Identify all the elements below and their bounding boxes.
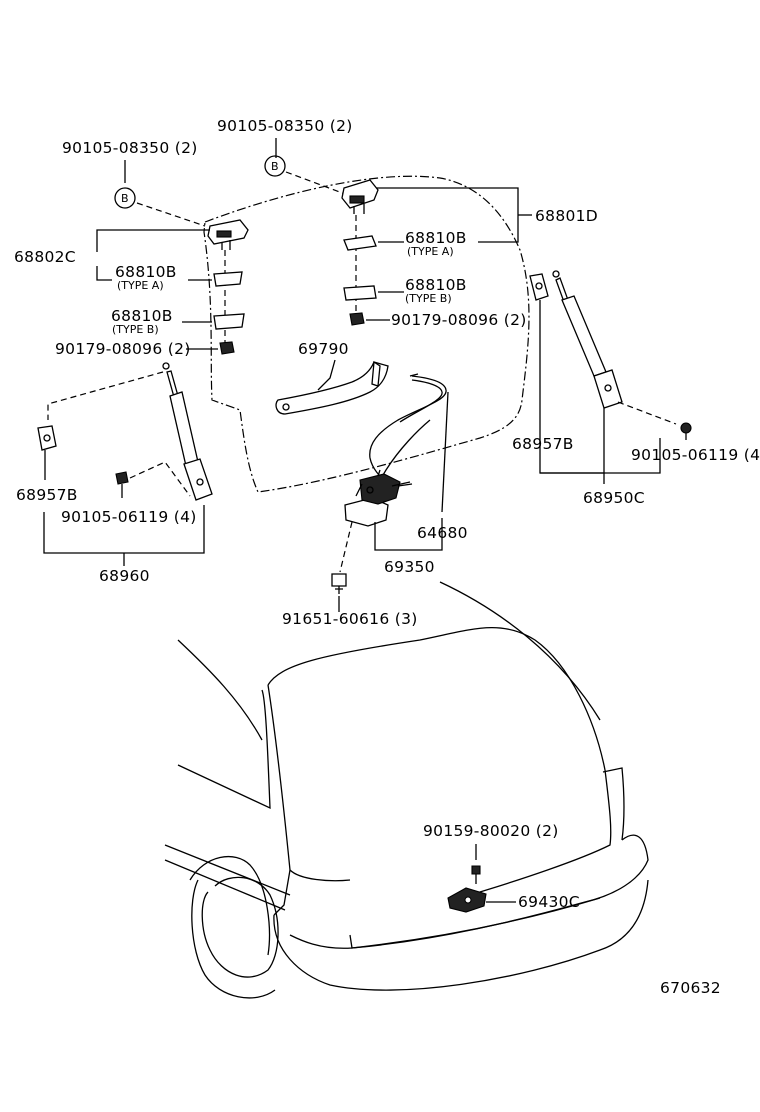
hinge-left-icon <box>207 219 249 250</box>
striker-icon <box>447 887 487 913</box>
hinge-left-label: 68802C <box>14 248 76 266</box>
shim-right-b-icon <box>343 285 377 301</box>
shim-left-a-icon <box>213 271 243 287</box>
shim-right-b-label: 68810B <box>405 276 467 294</box>
bracket-right-label: 68957B <box>512 435 574 453</box>
bolt-right-top-label: 90105-08350 (2) <box>217 117 353 135</box>
stay-right-icon <box>552 270 623 409</box>
shim-right-a-icon <box>343 235 377 251</box>
lock-bolt-icon <box>331 573 347 594</box>
cable-rod-label: 69790 <box>298 340 349 358</box>
marker-b-right-label: B <box>271 160 279 173</box>
stay-right-label: 68950C <box>583 489 645 507</box>
bolt-left-mid-icon <box>115 471 129 498</box>
bolt-left-top-label: 90105-08350 (2) <box>62 139 198 157</box>
shim-right-a-type: (TYPE A) <box>407 245 454 258</box>
bracket-left-label: 68957B <box>16 486 78 504</box>
diagram-id: 670632 <box>660 979 721 997</box>
shim-right-a-label: 68810B <box>405 229 467 247</box>
stay-left-icon <box>162 362 213 501</box>
nut-left-label: 90179-08096 (2) <box>55 340 191 358</box>
striker-label: 69430C <box>518 893 580 911</box>
control-link-icon <box>275 360 389 415</box>
marker-b-left-label: B <box>121 192 129 205</box>
striker-screw-label: 90159-80020 (2) <box>423 822 559 840</box>
shim-left-b-icon <box>213 313 245 330</box>
vehicle-rear <box>164 581 649 999</box>
stay-left-label: 68960 <box>99 567 150 585</box>
lock-label: 69350 <box>384 558 435 576</box>
lock-assembly-icon <box>344 469 413 527</box>
shim-left-b-label: 68810B <box>111 307 173 325</box>
marker-b-right <box>264 155 286 177</box>
shim-left-a-label: 68810B <box>115 263 177 281</box>
marker-b-left <box>114 187 136 209</box>
bolt-left-mid-label: 90105-06119 (4) <box>61 508 197 526</box>
hinge-right-label: 68801D <box>535 207 598 225</box>
nut-left-icon <box>219 341 235 355</box>
shim-left-a-type: (TYPE A) <box>117 279 164 292</box>
lock-bolt-label: 91651-60616 (3) <box>282 610 418 628</box>
back-door-outline <box>203 175 530 493</box>
striker-screw-icon <box>471 865 481 884</box>
bracket-left-icon <box>37 425 57 451</box>
bracket-right-icon <box>529 273 549 301</box>
nut-right-icon <box>349 312 365 326</box>
shim-left-b-type: (TYPE B) <box>112 323 159 336</box>
nut-right-label: 90179-08096 (2) <box>391 311 527 329</box>
bolt-right-mid-label: 90105-06119 (4) <box>631 446 760 464</box>
bolt-right-mid-icon <box>680 422 692 440</box>
cable-label: 64680 <box>417 524 468 542</box>
shim-right-b-type: (TYPE B) <box>405 292 452 305</box>
hinge-right-icon <box>341 179 379 214</box>
release-cable-icon <box>369 373 447 483</box>
